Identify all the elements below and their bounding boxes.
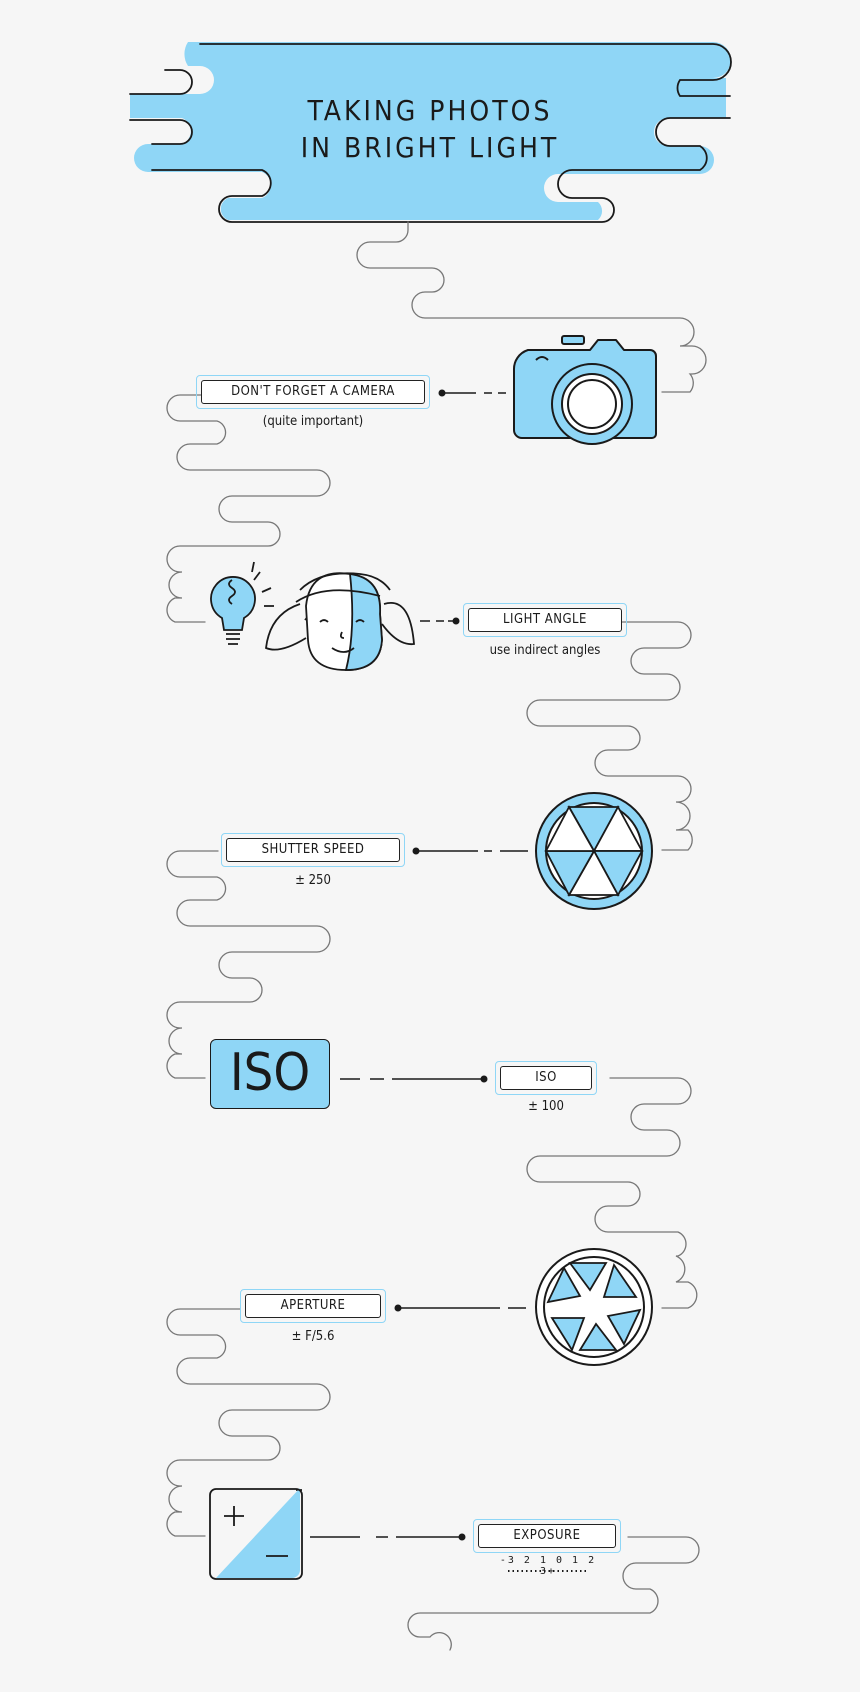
camera-label: DON'T FORGET A CAMERA (196, 375, 430, 409)
light-connector-dot (452, 617, 460, 625)
camera-icon (512, 335, 657, 445)
title-banner (129, 42, 732, 223)
shutter-speed-label: SHUTTER SPEED (221, 833, 405, 867)
exposure-label: EXPOSURE (473, 1519, 621, 1553)
light-angle-label: LIGHT ANGLE (463, 603, 627, 637)
connector-path (166, 221, 707, 1651)
exposure-scale: -3 2 1 0 1 2 3+ (499, 1555, 597, 1577)
lightbulb-icon (210, 561, 274, 645)
aperture-label: APERTURE (240, 1289, 386, 1323)
iso-connector-dot (480, 1075, 488, 1083)
shutter-speed-detail: ± 250 (295, 873, 331, 888)
title-line-2: IN BRIGHT LIGHT (300, 131, 560, 164)
face-icon (265, 572, 415, 671)
iso-detail: ± 100 (528, 1099, 564, 1114)
aperture-detail: ± F/5.6 (291, 1329, 335, 1344)
iso-label: ISO (495, 1061, 597, 1095)
shutter-connector-dot (412, 847, 420, 855)
exposure-icon (209, 1488, 303, 1580)
aperture-connector-dot (394, 1304, 402, 1312)
camera-detail: (quite important) (262, 414, 364, 429)
title-line-1: TAKING PHOTOS (307, 94, 553, 127)
page-title: TAKING PHOTOS IN BRIGHT LIGHT (230, 92, 630, 166)
iso-icon: ISO (210, 1039, 330, 1109)
exposure-connector-dot (458, 1533, 466, 1541)
light-angle-detail: use indirect angles (489, 643, 601, 658)
shutter-icon (535, 792, 653, 910)
aperture-icon (535, 1248, 653, 1366)
camera-connector-dot (438, 389, 446, 397)
